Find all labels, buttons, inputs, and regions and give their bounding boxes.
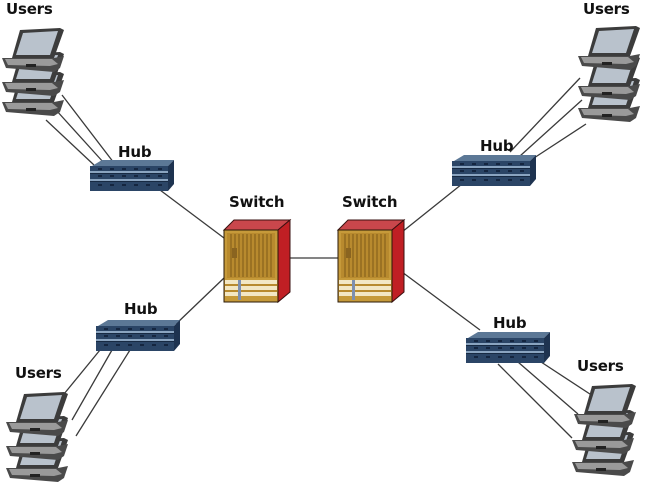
link-switch-right-hub-bottom-right [401, 271, 481, 331]
link-hub-user [509, 77, 581, 153]
users-top-left-label: Users [6, 0, 53, 18]
users-bottom-left-group [6, 392, 68, 482]
link-hub-user [537, 359, 597, 399]
link-hub-user [517, 361, 579, 415]
hub-top-left-icon [90, 160, 174, 191]
users-top-right-group [578, 26, 640, 122]
link-hub-user [71, 349, 113, 421]
hub-bottom-left-icon [96, 320, 180, 351]
users-bottom-right-label: Users [577, 357, 624, 375]
hub-top-right-label: Hub [480, 137, 514, 155]
laptop-icon [574, 384, 636, 428]
users-bottom-left-label: Users [15, 364, 62, 382]
users-top-left-group [2, 28, 64, 116]
hub-top-left-label: Hub [118, 143, 152, 161]
link-switch-left-hub-top-left [159, 189, 225, 239]
link-hub-user [519, 99, 583, 157]
hub-bottom-right-label: Hub [493, 314, 527, 332]
link-hub-user [75, 349, 131, 437]
link-hub-user [533, 123, 587, 159]
link-hub-user [63, 349, 101, 395]
link-hub-user [55, 109, 105, 164]
link-hub-user [497, 363, 573, 439]
link-switch-left-hub-bottom-left [175, 277, 225, 325]
link-hub-user [45, 119, 95, 166]
switch-right-label: Switch [342, 193, 398, 211]
laptop-icon [578, 26, 640, 70]
users-bottom-right-group [572, 384, 636, 476]
hub-bottom-left-label: Hub [124, 300, 158, 318]
link-hub-user [61, 94, 115, 164]
switch-left-label: Switch [229, 193, 285, 211]
users-top-right-label: Users [583, 0, 630, 18]
laptop-icon [6, 392, 68, 436]
laptop-icon [2, 28, 64, 72]
switch-right-icon [337, 219, 405, 303]
hub-top-right-icon [452, 155, 536, 186]
link-switch-right-hub-top-right [401, 183, 463, 233]
hub-bottom-right-icon [466, 332, 550, 363]
switch-left-icon [223, 219, 291, 303]
